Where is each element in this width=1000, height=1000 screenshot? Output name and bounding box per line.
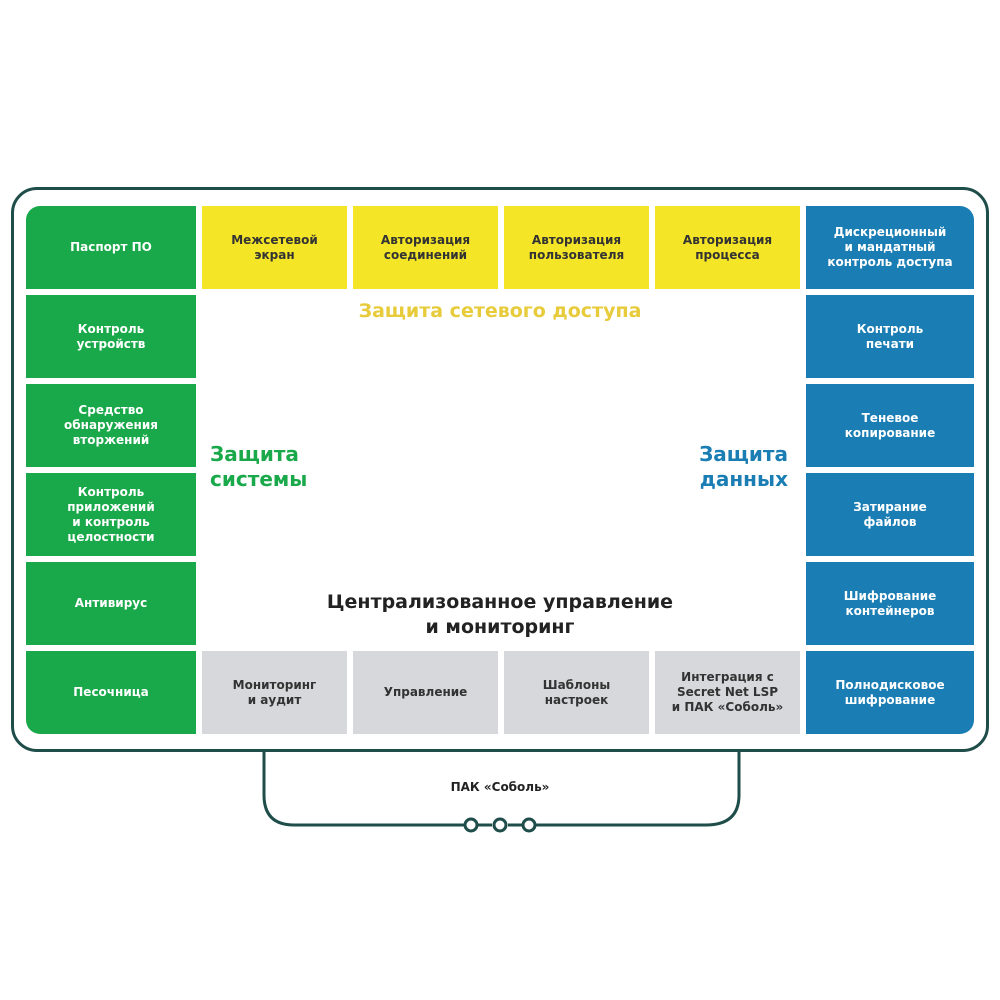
- connector-node: [463, 817, 479, 833]
- pak-sobol-label: ПАК «Соболь»: [450, 780, 550, 794]
- cell-connection-auth: Авторизация соединений: [353, 206, 498, 289]
- cell-container-encryption: Шифрование контейнеров: [806, 562, 974, 645]
- device-frame: [11, 187, 989, 752]
- cell-integration: Интеграция с Secret Net LSP и ПАК «Собол…: [655, 651, 800, 734]
- cell-file-wipe: Затирание файлов: [806, 473, 974, 556]
- zone-network-protection: Защита сетевого доступа: [358, 300, 642, 322]
- cell-device-control: Контроль устройств: [26, 295, 196, 378]
- cell-app-integrity-control: Контроль приложений и контроль целостнос…: [26, 473, 196, 556]
- cell-management: Управление: [353, 651, 498, 734]
- cell-process-auth: Авторизация процесса: [655, 206, 800, 289]
- cell-sandbox: Песочница: [26, 651, 196, 734]
- cell-access-control: Дискреционный и мандатный контроль досту…: [806, 206, 974, 289]
- cell-software-passport: Паспорт ПО: [26, 206, 196, 289]
- connector-node: [492, 817, 508, 833]
- cell-settings-templates: Шаблоны настроек: [504, 651, 649, 734]
- cell-intrusion-detection: Средство обнаружения вторжений: [26, 384, 196, 467]
- zone-data-protection: Защита данных: [699, 442, 788, 491]
- cell-firewall: Межсетевой экран: [202, 206, 347, 289]
- zone-system-protection: Защита системы: [210, 442, 308, 491]
- cell-print-control: Контроль печати: [806, 295, 974, 378]
- connector-node: [521, 817, 537, 833]
- zone-central-management: Централизованное управление и мониторинг: [326, 591, 674, 638]
- cell-full-disk-encryption: Полнодисковое шифрование: [806, 651, 974, 734]
- cell-antivirus: Антивирус: [26, 562, 196, 645]
- cell-user-auth: Авторизация пользователя: [504, 206, 649, 289]
- cell-shadow-copy: Теневое копирование: [806, 384, 974, 467]
- cell-monitoring-audit: Мониторинг и аудит: [202, 651, 347, 734]
